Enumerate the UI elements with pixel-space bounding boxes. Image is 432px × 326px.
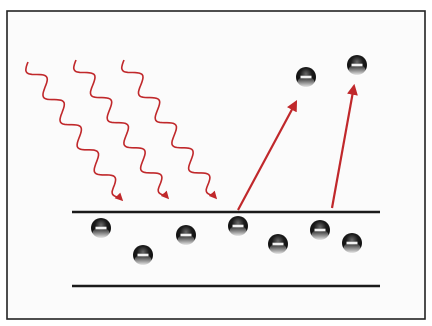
photon-wave-arrow: [24, 61, 124, 202]
electron-highlight: [229, 225, 247, 237]
emission-paths: [237, 83, 358, 211]
bound-electron: [268, 234, 288, 255]
emitted-electron: [347, 55, 367, 76]
minus-sign-icon: [351, 63, 363, 67]
bound-electron: [310, 220, 330, 241]
photon-wave-arrow: [72, 59, 170, 200]
electron-highlight: [177, 234, 195, 246]
minus-sign-icon: [232, 224, 244, 228]
electrons: [91, 55, 367, 266]
bound-electron: [133, 245, 153, 266]
electron-highlight: [269, 243, 287, 255]
electron-highlight: [311, 229, 329, 241]
bound-electron: [176, 225, 196, 246]
electron-highlight: [134, 254, 152, 266]
emitted-electron: [296, 67, 316, 88]
emitted-electron-arrow: [237, 100, 298, 211]
emitted-electron-arrow: [330, 83, 358, 209]
minus-sign-icon: [272, 242, 284, 246]
minus-sign-icon: [314, 228, 326, 232]
electron-highlight: [92, 227, 110, 239]
electron-highlight: [297, 76, 315, 88]
bound-electron: [228, 216, 248, 237]
bound-electron: [342, 233, 362, 254]
minus-sign-icon: [95, 226, 107, 230]
incident-photons: [24, 59, 218, 202]
bound-electron: [91, 218, 111, 239]
minus-sign-icon: [300, 75, 312, 79]
electron-highlight: [348, 64, 366, 76]
electron-highlight: [343, 242, 361, 254]
minus-sign-icon: [346, 241, 358, 245]
minus-sign-icon: [180, 233, 192, 237]
photon-wave-arrow: [120, 59, 218, 200]
minus-sign-icon: [137, 253, 149, 257]
